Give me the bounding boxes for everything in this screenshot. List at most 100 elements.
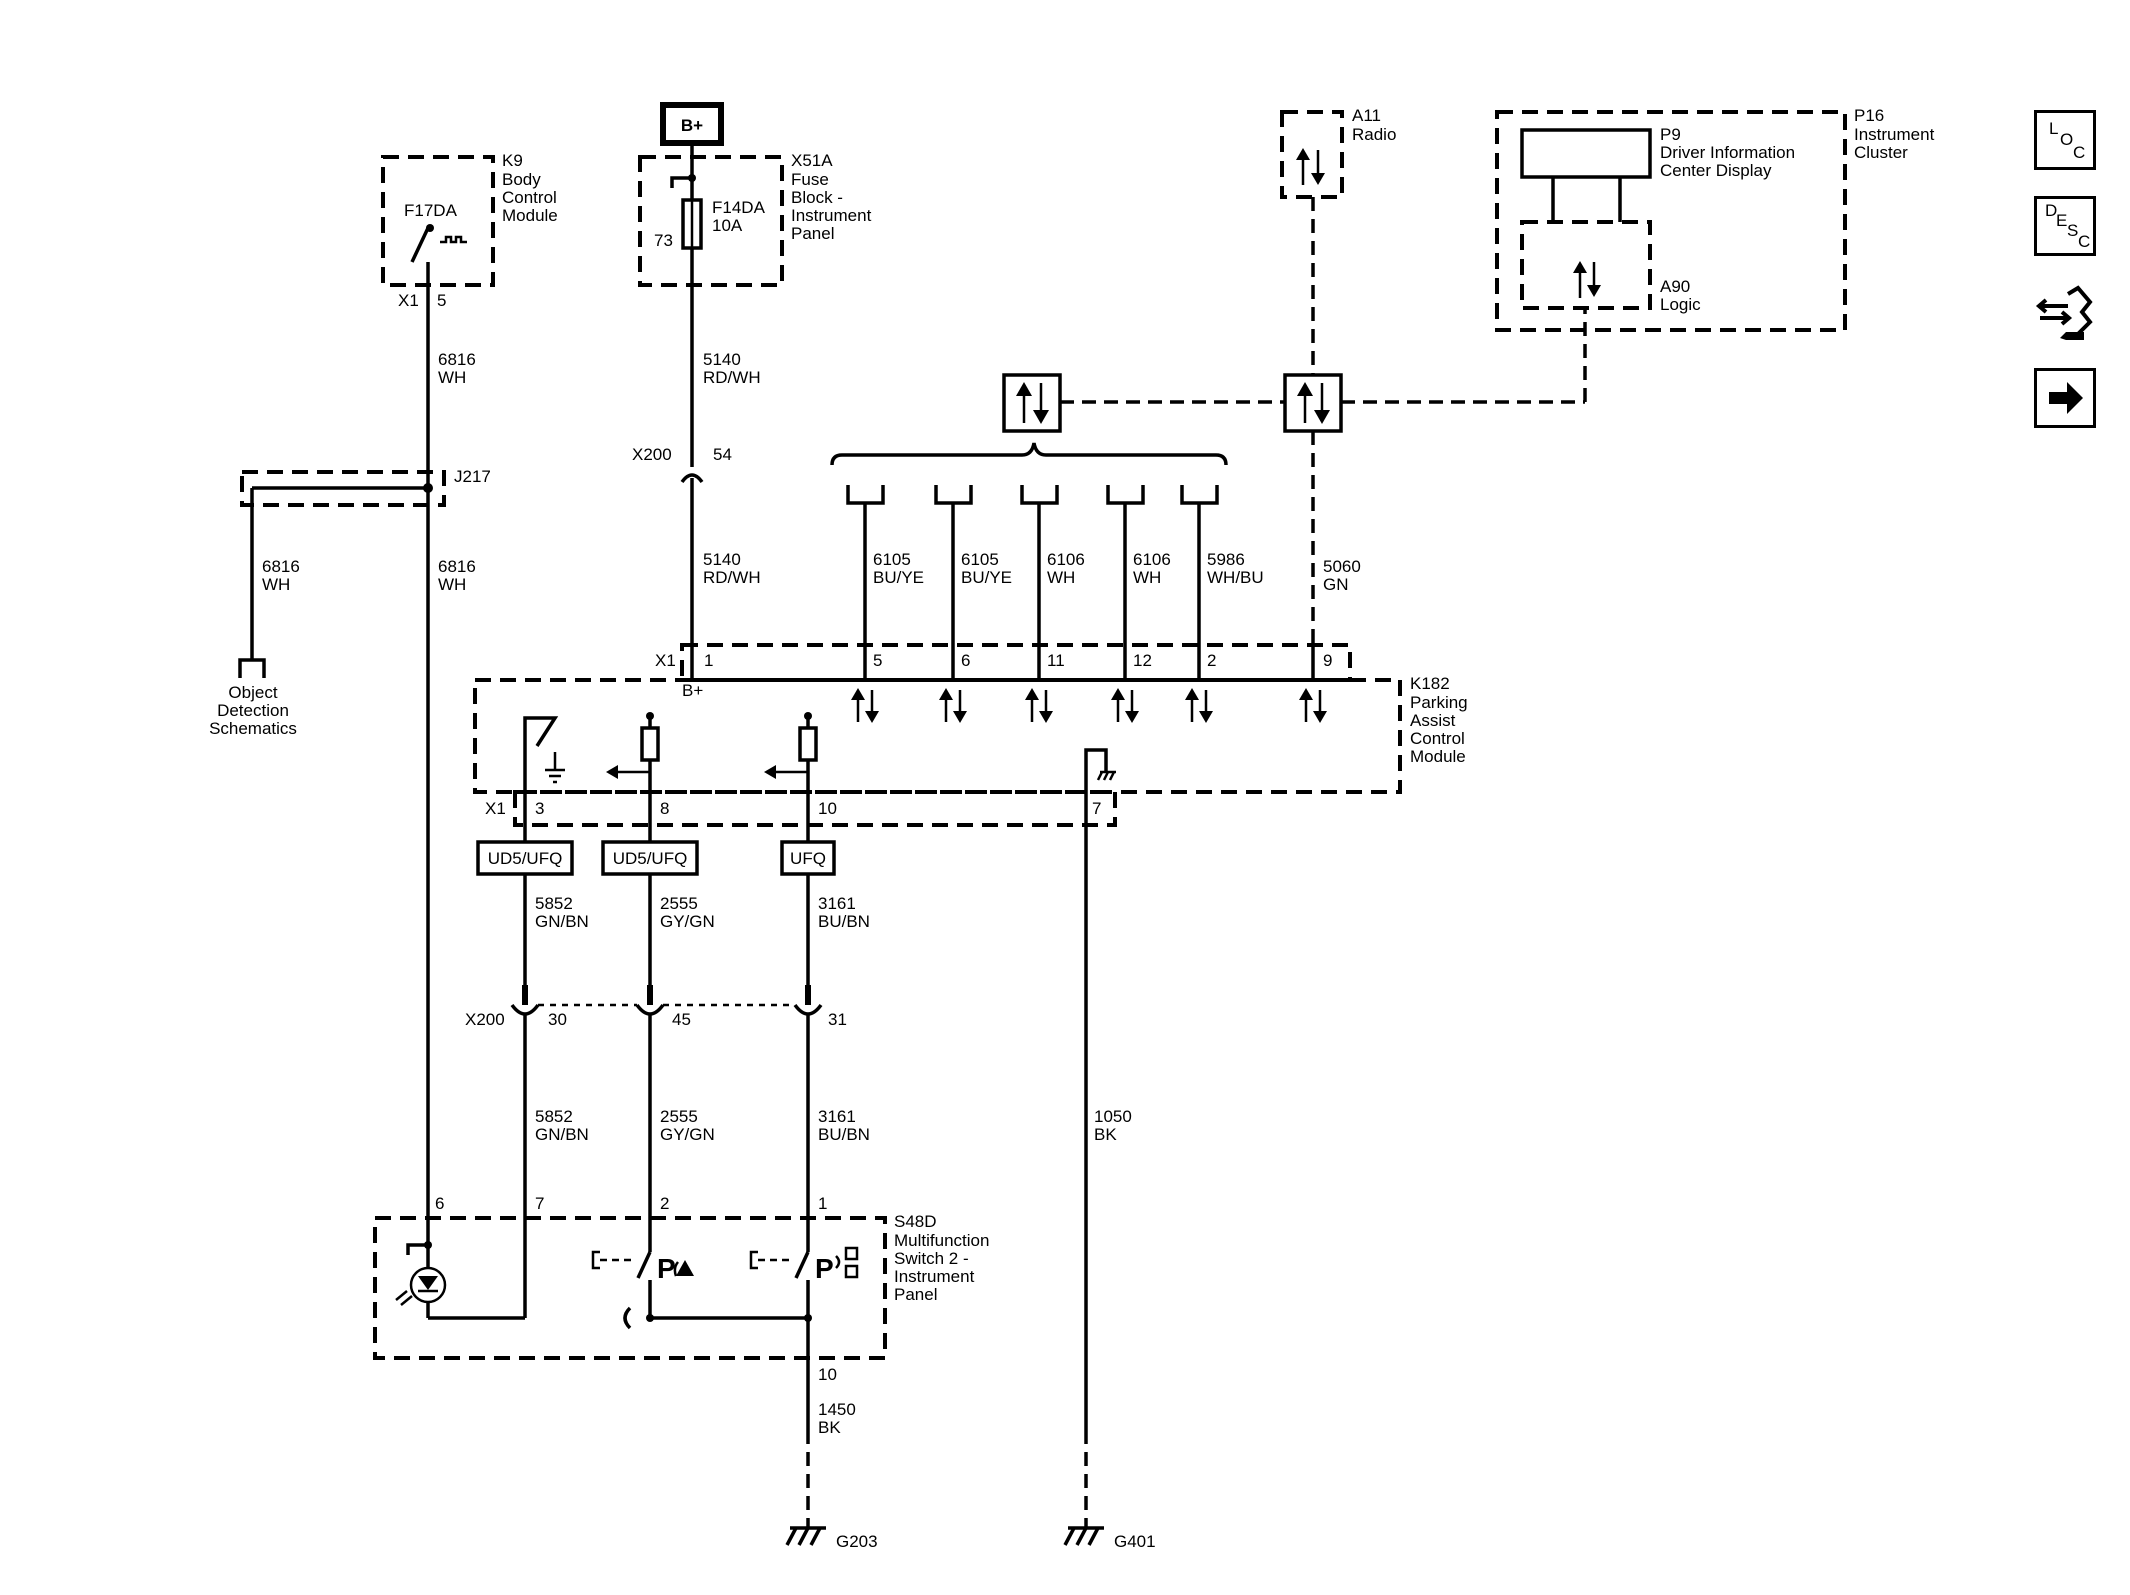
svg-text:WH/BU: WH/BU — [1207, 568, 1264, 587]
svg-text:WH: WH — [438, 368, 466, 387]
wire-1450[interactable]: 10 1450 BK — [806, 1358, 856, 1528]
svg-text:F14DA: F14DA — [712, 198, 766, 217]
x51a-fuse-block[interactable]: B+ F14DA 10A 73 X51A Fuse Block - Instru… — [638, 102, 872, 287]
wire-5140[interactable]: 5140 RD/WH X200 54 5140 RD/WH — [632, 248, 761, 680]
svg-text:Panel: Panel — [791, 224, 834, 243]
svg-text:Block -: Block - — [791, 188, 843, 207]
svg-text:Cluster: Cluster — [1854, 143, 1908, 162]
svg-text:B+: B+ — [682, 681, 703, 700]
svg-text:WH: WH — [1133, 568, 1161, 587]
sensor-wires[interactable]: 6105 BU/YE 6105 BU/YE 6106 WH 6106 WH 59… — [846, 485, 1264, 680]
svg-text:2555: 2555 — [660, 1107, 698, 1126]
svg-text:GN/BN: GN/BN — [535, 1125, 589, 1144]
svg-text:10: 10 — [818, 1365, 837, 1384]
svg-text:Fuse: Fuse — [791, 170, 829, 189]
park-assist-p-label-2: P — [815, 1253, 834, 1284]
svg-text:Module: Module — [1410, 747, 1466, 766]
svg-text:6: 6 — [961, 651, 970, 670]
connector-repair-icon[interactable] — [2034, 280, 2096, 348]
wire-6816[interactable]: 6816 WH 6816 WH — [426, 262, 476, 1245]
svg-text:9: 9 — [1323, 651, 1332, 670]
svg-text:6105: 6105 — [961, 550, 999, 569]
svg-text:11: 11 — [1047, 651, 1065, 670]
k9-body-control-module[interactable]: F17DA K9 Body Control Module X1 5 — [381, 151, 558, 310]
svg-text:5: 5 — [437, 291, 446, 310]
svg-text:P9: P9 — [1660, 125, 1681, 144]
svg-text:6816: 6816 — [438, 350, 476, 369]
s48d-multifunction-switch[interactable]: 6 7 2 1 S48D Multifunction Switch 2 - In… — [373, 1194, 989, 1360]
svg-text:3161: 3161 — [818, 894, 856, 913]
p16-instrument-cluster[interactable]: P16 Instrument Cluster P9 Driver Informa… — [1495, 106, 1935, 332]
svg-text:Driver Information: Driver Information — [1660, 143, 1795, 162]
svg-text:BU/YE: BU/YE — [961, 568, 1012, 587]
a11-radio[interactable]: A11 Radio — [1280, 106, 1396, 199]
switch-signal-wires[interactable]: 5852 GN/BN 2555 GY/GN 3161 BU/BN X200 30… — [465, 820, 870, 1318]
j217-splice[interactable]: J217 6816 WH Object Detection Schematics — [209, 467, 491, 738]
next-arrow-button[interactable] — [2034, 368, 2096, 428]
svg-text:Body: Body — [502, 170, 541, 189]
svg-text:10: 10 — [818, 799, 837, 818]
svg-text:6106: 6106 — [1133, 550, 1171, 569]
svg-text:UFQ: UFQ — [790, 849, 826, 868]
next-arrow-icon — [2049, 382, 2083, 414]
svg-text:BU/YE: BU/YE — [873, 568, 924, 587]
svg-text:73: 73 — [654, 231, 673, 250]
svg-text:UD5/UFQ: UD5/UFQ — [613, 849, 688, 868]
svg-text:X51A: X51A — [791, 151, 833, 170]
svg-text:Parking: Parking — [1410, 693, 1468, 712]
ground-g203[interactable]: G203 — [785, 1526, 878, 1551]
svg-text:Logic: Logic — [1660, 295, 1701, 314]
k9-id: K9 — [502, 151, 523, 170]
svg-text:2: 2 — [660, 1194, 669, 1213]
svg-text:Multifunction: Multifunction — [894, 1231, 989, 1250]
wire-1050[interactable]: 1050 BK — [1084, 820, 1132, 1528]
svg-text:G203: G203 — [836, 1532, 878, 1551]
svg-text:X1: X1 — [485, 799, 506, 818]
loc-button[interactable]: L O C — [2034, 110, 2096, 170]
svg-text:6816: 6816 — [438, 557, 476, 576]
serial-data-network[interactable]: 5060 GN — [1002, 197, 1587, 680]
svg-text:Assist: Assist — [1410, 711, 1456, 730]
park-assist-p-label: P — [657, 1253, 676, 1284]
svg-text:2555: 2555 — [660, 894, 698, 913]
svg-text:Center Display: Center Display — [1660, 161, 1772, 180]
svg-text:J217: J217 — [454, 467, 491, 486]
svg-text:Instrument: Instrument — [1854, 125, 1935, 144]
ground-g401[interactable]: G401 — [1063, 1526, 1156, 1551]
svg-text:Switch 2 -: Switch 2 - — [894, 1249, 969, 1268]
svg-text:7: 7 — [535, 1194, 544, 1213]
svg-text:5140: 5140 — [703, 550, 741, 569]
svg-text:Schematics: Schematics — [209, 719, 297, 738]
svg-text:5: 5 — [873, 651, 882, 670]
svg-text:6: 6 — [435, 1194, 444, 1213]
desc-button[interactable]: D E S C — [2034, 196, 2096, 256]
svg-text:BK: BK — [818, 1418, 841, 1437]
sensor-connector-brace — [830, 442, 1228, 466]
svg-text:10A: 10A — [712, 216, 743, 235]
svg-text:X1: X1 — [398, 291, 419, 310]
svg-text:BU/BN: BU/BN — [818, 912, 870, 931]
svg-text:GY/GN: GY/GN — [660, 912, 715, 931]
svg-text:Panel: Panel — [894, 1285, 937, 1304]
svg-text:45: 45 — [672, 1010, 691, 1029]
svg-text:GY/GN: GY/GN — [660, 1125, 715, 1144]
svg-text:5852: 5852 — [535, 894, 573, 913]
svg-text:Instrument: Instrument — [791, 206, 872, 225]
svg-text:WH: WH — [438, 575, 466, 594]
svg-text:2: 2 — [1207, 651, 1216, 670]
svg-text:Radio: Radio — [1352, 125, 1396, 144]
svg-text:5986: 5986 — [1207, 550, 1245, 569]
svg-text:Module: Module — [502, 206, 558, 225]
svg-text:Detection: Detection — [217, 701, 289, 720]
k182-parking-assist-module[interactable]: X1 1 5 6 11 12 2 9 B+ K182 Parking Assis… — [473, 643, 1468, 827]
svg-text:S48D: S48D — [894, 1212, 937, 1231]
svg-text:K182: K182 — [1410, 674, 1450, 693]
svg-text:1050: 1050 — [1094, 1107, 1132, 1126]
svg-text:5060: 5060 — [1323, 557, 1361, 576]
svg-text:7: 7 — [1092, 799, 1101, 818]
svg-text:30: 30 — [548, 1010, 567, 1029]
option-boxes: UD5/UFQ UD5/UFQ UFQ — [476, 840, 836, 876]
svg-text:GN: GN — [1323, 575, 1349, 594]
svg-text:BU/BN: BU/BN — [818, 1125, 870, 1144]
svg-text:G401: G401 — [1114, 1532, 1156, 1551]
